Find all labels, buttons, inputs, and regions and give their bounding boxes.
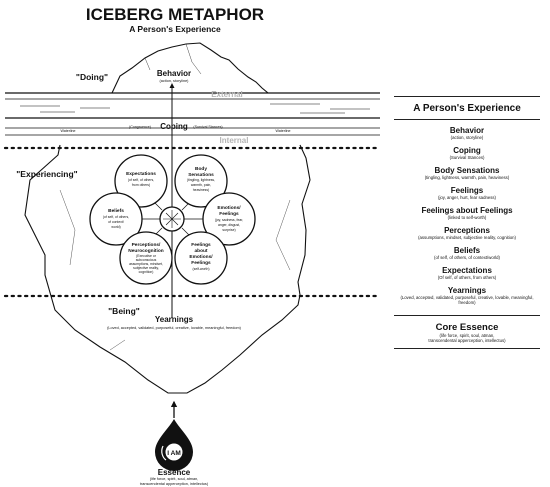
center-hub-rays	[163, 210, 181, 228]
legend-item-coping: Coping (Survival Stances)	[449, 146, 485, 160]
legend-item-feelings-about-feelings: Feelings about Feelings (linked to self-…	[421, 206, 513, 220]
svg-text:Feelings: Feelings	[219, 211, 239, 217]
svg-text:surprise): surprise)	[222, 228, 235, 232]
internal-label: Internal	[220, 136, 249, 145]
svg-text:I AM: I AM	[167, 450, 180, 457]
svg-text:from others): from others)	[132, 183, 150, 187]
circle-body-sensations: Body Sensations (tingling, lightness, wa…	[174, 154, 228, 208]
water-ripples	[20, 103, 370, 114]
svg-text:subconscious: subconscious	[136, 258, 157, 262]
svg-text:(of self, of others,: (of self, of others,	[103, 215, 129, 219]
svg-text:Sensations: Sensations	[188, 172, 214, 178]
legend-item-beliefs: Beliefs (of self, of others, of context/…	[434, 246, 500, 260]
circle-emotions-feelings: Emotions/ Feelings (joy, sadness, fear, …	[202, 192, 256, 246]
legend-core-desc-2: transcendental apperception, intellectus…	[428, 338, 506, 343]
svg-text:Perceptions/: Perceptions/	[132, 242, 161, 248]
circle-feelings-about-feelings: Feelings about Emotions/ Feelings (self-…	[174, 231, 228, 285]
svg-text:about: about	[194, 248, 207, 254]
svg-text:Emotions/: Emotions/	[189, 254, 213, 260]
circle-perceptions: Perceptions/ Neurocognition (Executive o…	[119, 231, 173, 285]
legend-item-behavior: Behavior (action, storyline)	[449, 126, 485, 140]
yearnings-label: Yearnings	[155, 315, 194, 324]
svg-text:of context/: of context/	[108, 220, 124, 224]
svg-text:Feelings: Feelings	[191, 260, 211, 266]
behavior-desc: (action, storyline)	[160, 79, 190, 83]
svg-text:assumptions, mindset,: assumptions, mindset,	[129, 262, 163, 266]
legend-title: A Person's Experience	[413, 103, 521, 114]
external-label: External	[211, 90, 243, 99]
svg-text:heaviness): heaviness)	[193, 188, 209, 192]
legend-top-rule	[394, 96, 540, 97]
congruence-label: (Congruence)	[129, 125, 151, 129]
diagram-subtitle: A Person's Experience	[129, 24, 221, 34]
svg-text:Neurocognition: Neurocognition	[128, 248, 164, 254]
essence-label: Essence	[158, 468, 191, 477]
zone-experiencing-label: "Experiencing"	[16, 169, 77, 179]
coping-label: Coping	[160, 122, 188, 131]
svg-text:(self-worth): (self-worth)	[193, 267, 210, 271]
behavior-label: Behavior	[157, 69, 191, 78]
svg-text:Body: Body	[195, 166, 207, 172]
svg-text:(tingling, lightness,: (tingling, lightness,	[187, 178, 215, 182]
iceberg-body	[24, 144, 311, 394]
svg-text:cognition): cognition)	[139, 270, 154, 274]
yearnings-desc: (Loved, accepted, validated, purposeful,…	[107, 326, 242, 330]
svg-text:(Executive or: (Executive or	[136, 254, 157, 258]
diagram-title: ICEBERG METAPHOR	[86, 5, 264, 24]
essence-desc-2: transcendental apperception, intellectus…	[140, 482, 209, 486]
legend-title-rule	[394, 119, 540, 120]
legend-item-feelings: Feelings (joy, anger, hurt, fear sadness…	[438, 186, 496, 200]
svg-text:Emotions/: Emotions/	[217, 205, 241, 211]
svg-text:subjective reality,: subjective reality,	[133, 266, 159, 270]
svg-text:anger, disgust,: anger, disgust,	[218, 223, 240, 227]
iceberg-diagram: ICEBERG METAPHOR A Person's Experience "…	[3, 5, 382, 486]
legend-core-essence: Core Essence	[435, 322, 499, 333]
svg-text:(joy, sadness, fear,: (joy, sadness, fear,	[215, 218, 243, 222]
circle-expectations: Expectations (of self, of others, from o…	[114, 154, 168, 208]
svg-text:Expectations: Expectations	[126, 171, 156, 177]
legend-core-rule-top	[394, 315, 540, 316]
body-cracks	[59, 189, 291, 351]
legend-item-expectations: Expectations (Of self, of others, from o…	[437, 266, 497, 280]
svg-text:Feelings: Feelings	[191, 242, 211, 248]
legend-panel: A Person's Experience Behavior (action, …	[394, 96, 540, 349]
legend-item-perceptions: Perceptions (assumptions, mindset, subje…	[418, 226, 516, 240]
zone-doing-label: "Doing"	[76, 72, 108, 82]
legend-core-rule-bottom	[394, 348, 540, 349]
svg-text:(of self, of others,: (of self, of others,	[128, 178, 154, 182]
essence-desc-1: (life force, spirit, soul, atman,	[150, 477, 199, 481]
legend-core-desc-1: (life force, spirit, soul, atman,	[439, 333, 495, 338]
svg-text:Beliefs: Beliefs	[108, 208, 124, 214]
svg-text:world): world)	[111, 225, 120, 229]
svg-text:warmth, pain,: warmth, pain,	[191, 183, 211, 187]
circle-beliefs: Beliefs (of self, of others, of context/…	[89, 192, 143, 246]
legend-item-yearnings: Yearnings (Loved, accepted, validated, p…	[400, 286, 534, 305]
iceberg-tip	[111, 42, 270, 94]
survival-stances-label: (Survival Stances)	[193, 125, 222, 129]
waterline-right-label: Waterline	[275, 129, 290, 133]
waterline-left-label: Waterline	[60, 129, 75, 133]
water-drop-icon: I AM	[155, 419, 193, 471]
tip-cracks	[144, 43, 202, 75]
zone-being-label: "Being"	[108, 306, 140, 316]
legend-item-body-sensations: Body Sensations (tingling, lightness, wa…	[424, 166, 510, 180]
